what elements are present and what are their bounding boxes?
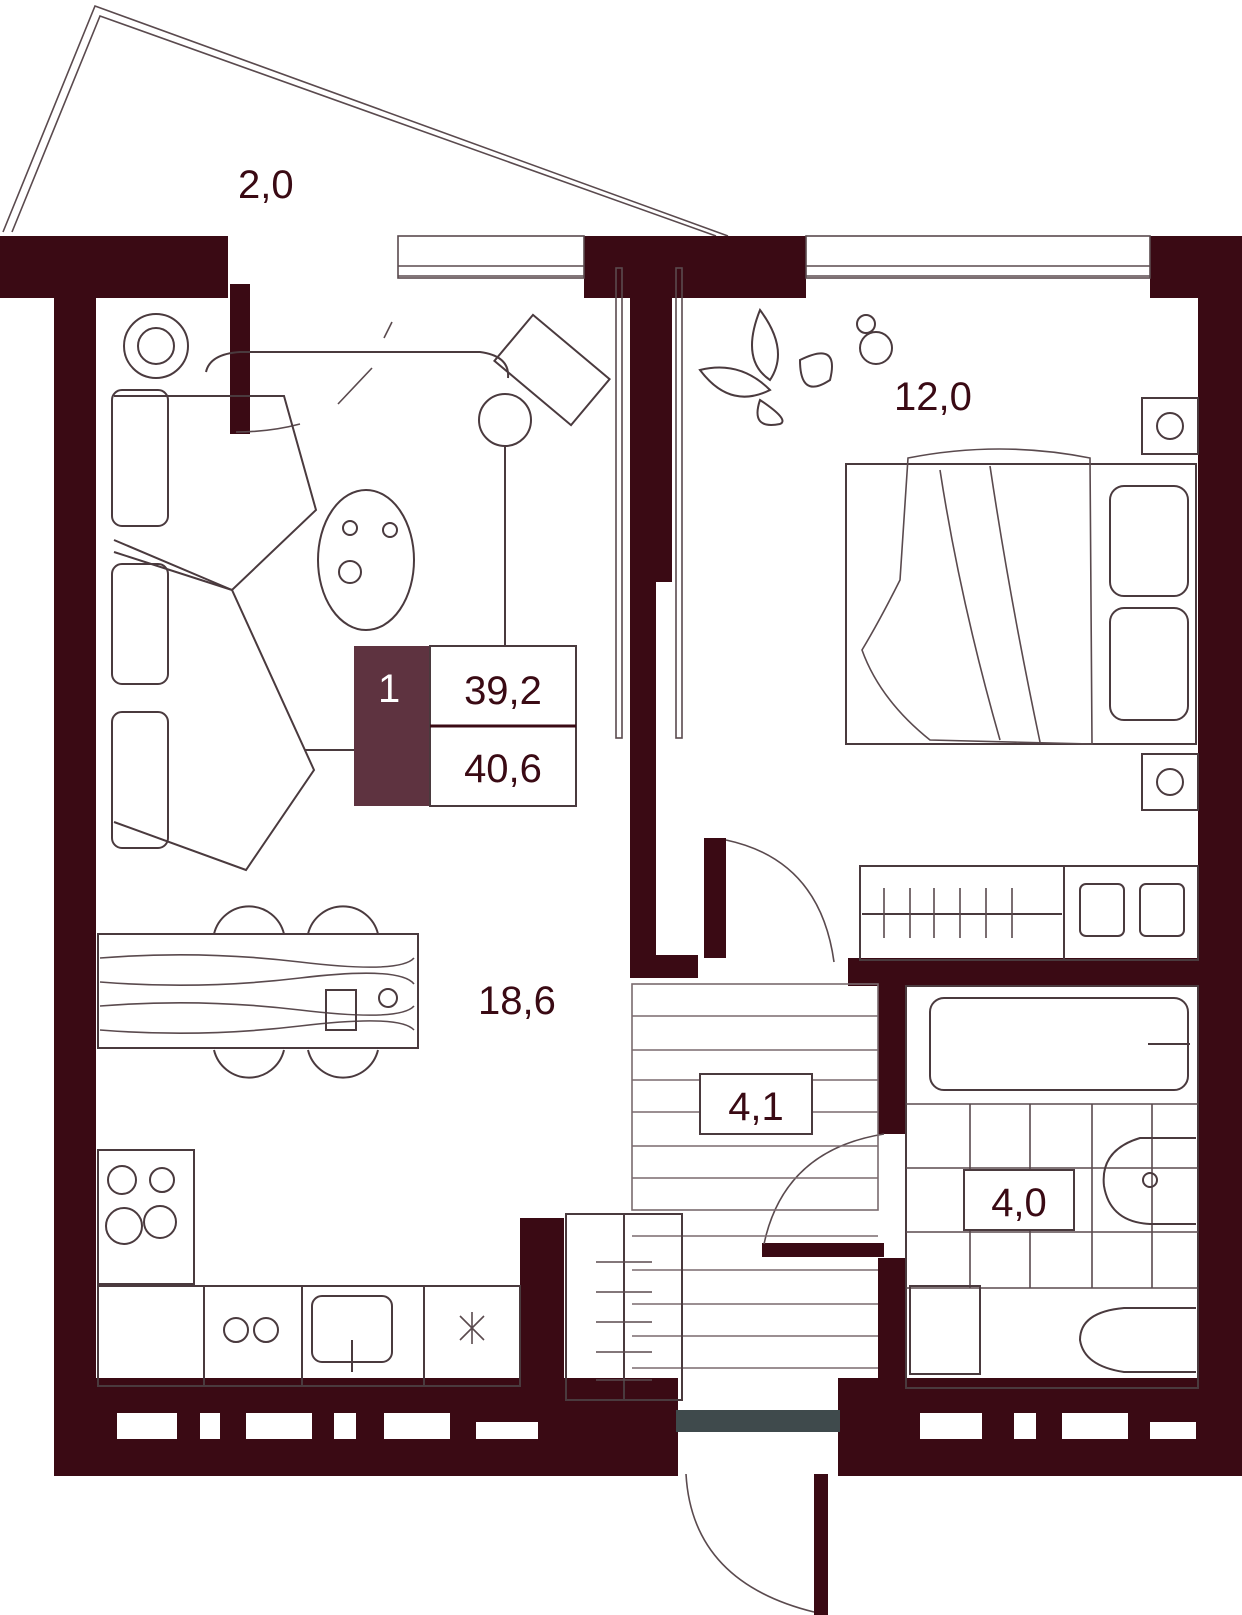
top-windows [397,235,1151,279]
badge-total-area: 40,6 [464,747,542,791]
plant-icon [123,313,189,379]
hallway-tiles [631,983,879,1369]
living-furniture [111,313,611,872]
left-wall [54,236,96,1476]
dining-area [97,905,419,1079]
badge-living-area: 39,2 [464,669,542,713]
hallway-label-box: 4,1 [699,1073,813,1135]
bathroom [905,985,1199,1389]
balcony-outline [2,4,729,237]
coffee-table [317,489,415,631]
badge-rooms-box [354,646,430,806]
double-bed [845,463,1197,745]
washbasin [1102,1137,1196,1225]
bottom-windows [117,1413,1196,1439]
badge-room-count: 1 [378,667,400,711]
plant-icon [698,307,833,426]
toilet [1078,1307,1196,1373]
outer-walls [0,236,1242,1476]
top-wall-left [0,236,228,298]
entrance-door [676,1410,840,1615]
hallway-wardrobe [565,1213,683,1401]
hallway-area-label: 4,1 [728,1085,784,1129]
bathroom-label-box: 4,0 [963,1169,1075,1231]
washing-machine [909,1285,981,1375]
bedroom-furniture [698,307,1199,811]
apartment-badge: 1 39,2 40,6 [354,645,577,807]
interior-walls [230,282,1198,1388]
balcony-area-label: 2,0 [238,163,294,207]
right-wall [1198,236,1242,1476]
bedroom-door-swing [725,839,835,963]
bedroom-wardrobe [859,865,1199,961]
toy-icon [859,331,893,365]
living-door-swing [235,321,393,433]
top-wall-middle [584,236,806,298]
bathroom-area-label: 4,0 [991,1181,1047,1225]
bathroom-door-swing [763,1133,885,1245]
dining-table [97,933,419,1049]
bedroom-area-label: 12,0 [894,375,972,419]
living-area-label: 18,6 [478,979,556,1023]
sliding-door [615,267,683,739]
kitchen [97,1149,521,1387]
